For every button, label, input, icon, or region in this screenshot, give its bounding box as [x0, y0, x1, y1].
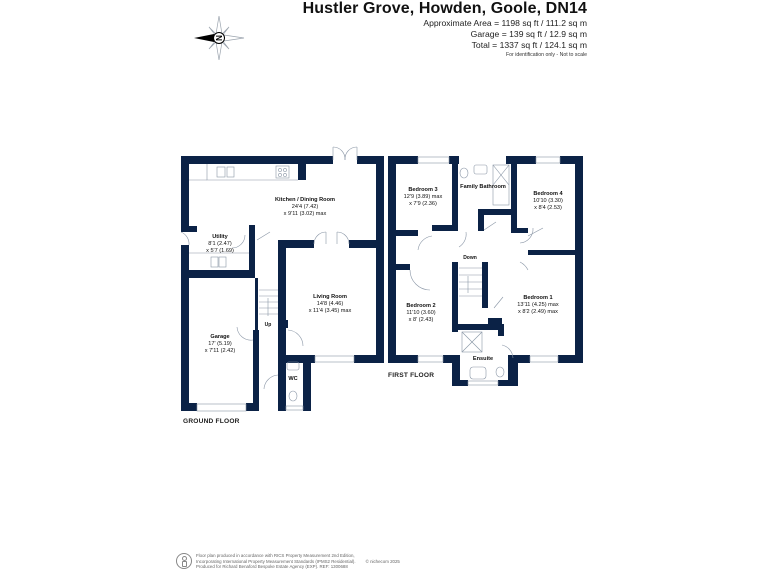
person-info-icon: [176, 553, 192, 570]
scale-disclaimer: For identification only - Not to scale: [505, 52, 587, 58]
footer-line-3: Produced for Richard Benaford Bespoke Es…: [196, 564, 348, 570]
room-bedroom-1: Bedroom 1 13'11 (4.25) max x 8'2 (2.49) …: [517, 295, 559, 315]
room-living-room: Living Room 14'8 (4.46) x 11'4 (3.45) ma…: [308, 294, 352, 314]
compass-letter: N: [215, 35, 224, 41]
ground-floor-label: GROUND FLOOR: [183, 418, 240, 425]
room-ensuite: Ensuite: [472, 356, 494, 362]
room-bedroom-3: Bedroom 3 12'9 (3.89) max x 7'9 (2.36): [403, 187, 443, 207]
room-wc: WC: [288, 376, 298, 382]
footer-text: Floor plan produced in accordance with R…: [196, 553, 356, 570]
ground-floor-fixtures: [180, 146, 358, 412]
compass-icon: N: [194, 15, 245, 61]
room-family-bathroom: Family Bathroom: [460, 184, 506, 190]
approximate-area: Approximate Area = 1198 sq ft / 111.2 sq…: [423, 18, 587, 28]
ground-floor-walls: [181, 156, 384, 411]
first-floor-fixtures: [409, 156, 561, 386]
stairs-down-label: Down: [463, 255, 477, 261]
property-title: Hustler Grove, Howden, Goole, DN14: [302, 0, 587, 17]
room-bedroom-4: Bedroom 4 10'10 (3.30) x 8'4 (2.53): [533, 191, 563, 211]
first-floor-label: FIRST FLOOR: [388, 372, 435, 379]
stairs-up-label: Up: [264, 322, 272, 328]
room-kitchen-dining: Kitchen / Dining Room 24'4 (7.42) x 9'11…: [275, 197, 335, 217]
total-area: Total = 1337 sq ft / 124.1 sq m: [471, 40, 587, 50]
footer-brand: © nichecom 2025: [365, 558, 400, 564]
room-garage: Garage 17' (5.19) x 7'11 (2.42): [204, 334, 236, 354]
footer-line-1: Floor plan produced in accordance with R…: [196, 553, 355, 558]
footer-line-2: Incorporating International Property Mea…: [196, 558, 356, 564]
first-floor-walls: [388, 156, 583, 386]
room-bedroom-2: Bedroom 2 11'10 (3.60) x 8' (2.43): [406, 303, 436, 323]
footer: Floor plan produced in accordance with R…: [176, 553, 400, 570]
room-utility: Utility 8'1 (2.47) x 5'7 (1.69): [206, 234, 234, 254]
garage-area: Garage = 139 sq ft / 12.9 sq m: [470, 29, 587, 39]
